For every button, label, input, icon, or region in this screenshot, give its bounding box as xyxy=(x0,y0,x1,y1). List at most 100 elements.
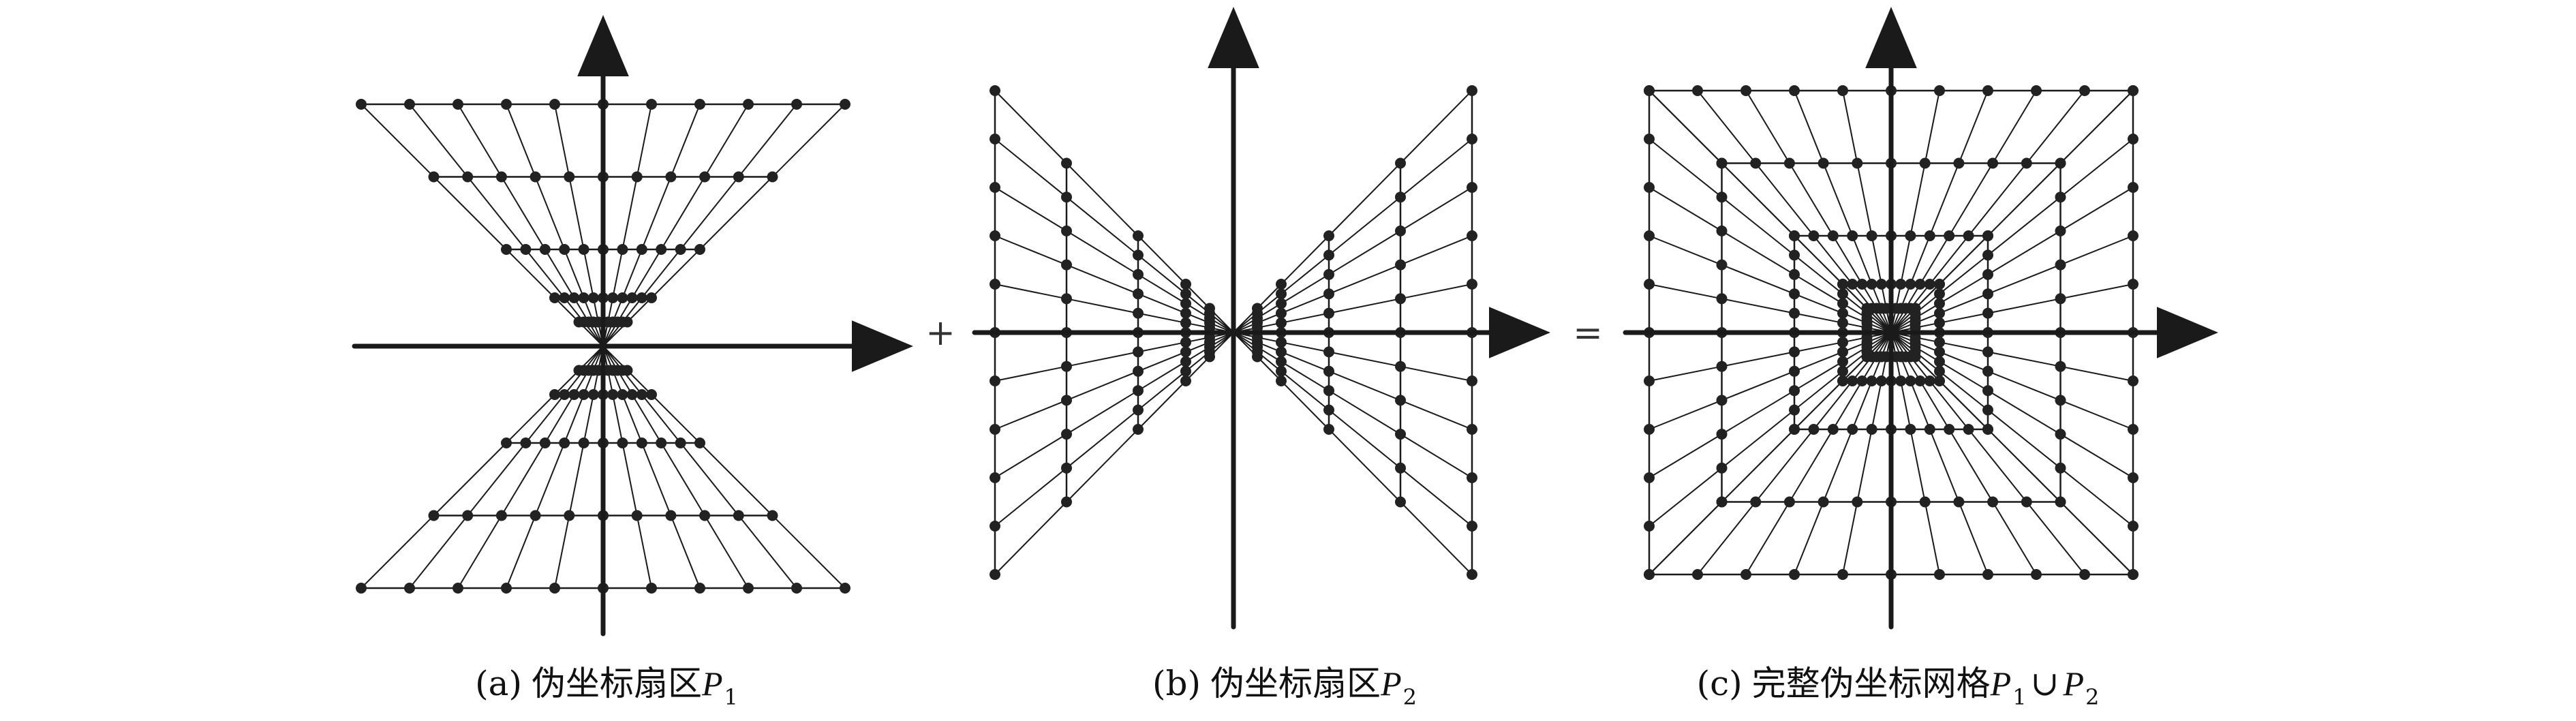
sector-b-left-node xyxy=(990,134,1000,144)
caption-c-subscript-2: 2 xyxy=(2085,684,2100,710)
sector-a-top-node xyxy=(636,292,647,303)
sector-b-right-node xyxy=(1323,346,1334,358)
grid-c-top-node xyxy=(1963,230,1974,241)
sector-b-right-radial-line xyxy=(1281,273,1330,305)
grid-c-right-node xyxy=(2128,375,2138,386)
grid-c-left-radial-line xyxy=(1649,467,1723,527)
sector-a-top-radial-line xyxy=(704,104,749,178)
sector-a-top-radial-line xyxy=(583,249,594,298)
grid-c-bottom-node xyxy=(1924,375,1935,386)
sector-a-bottom-node xyxy=(675,438,686,448)
grid-c-right-radial-line xyxy=(2059,187,2134,232)
grid-c-right-node xyxy=(2128,85,2138,96)
grid-c-bottom-radial-line xyxy=(1900,380,1912,430)
grid-c-left-radial-line xyxy=(1721,370,1795,401)
grid-c-left-node xyxy=(1644,424,1655,435)
grid-c-right-node xyxy=(1934,288,1945,300)
grid-c-right-node xyxy=(1934,307,1945,319)
sector-a-bottom-radial-line xyxy=(631,394,662,444)
sector-a-bottom-node xyxy=(622,365,633,376)
sector-a-top-radial-line xyxy=(457,104,502,178)
grid-c-bottom-node xyxy=(1741,569,1751,580)
grid-c-top-node xyxy=(1692,85,1703,96)
sector-b-right-node xyxy=(1395,225,1406,236)
grid-c-top-node xyxy=(1847,279,1858,290)
sector-b-left-radial-line xyxy=(994,433,1067,478)
grid-c-right-node xyxy=(2055,496,2066,508)
caption-a-label: (a) xyxy=(475,664,522,703)
grid-c-top-radial-line xyxy=(1992,90,2037,164)
sector-a-bottom-radial-line xyxy=(612,394,624,444)
sector-b-left-node xyxy=(1180,346,1191,358)
sector-a-bottom-radial-line xyxy=(554,369,580,395)
sector-a-bottom-node xyxy=(636,438,647,448)
sector-a-top-node xyxy=(675,244,686,255)
sector-a-bottom-radial-line xyxy=(500,442,546,517)
sector-b-left-node xyxy=(1180,317,1191,328)
sector-a-bottom-node xyxy=(356,583,367,594)
sector-a-bottom-node xyxy=(631,510,643,521)
grid-c-bottom-node xyxy=(1692,569,1703,580)
grid-c-left-radial-line xyxy=(1794,370,1843,411)
sector-b-left-radial-line xyxy=(1137,254,1186,295)
sector-a-bottom-radial-line xyxy=(679,442,739,517)
sector-b-left-node xyxy=(1133,346,1144,358)
grid-c-left-node xyxy=(1789,365,1800,377)
sector-b-left-node xyxy=(1061,225,1072,236)
sector-b-left-node xyxy=(1180,288,1191,300)
sector-a-top-radial-line xyxy=(631,249,662,298)
sector-b-right-node xyxy=(1276,346,1287,358)
sector-b-right-node xyxy=(1395,395,1406,406)
grid-c-top-radial-line xyxy=(1852,235,1873,285)
sector-a-bottom-radial-line xyxy=(409,515,469,589)
sector-b-right-radial-line xyxy=(1328,196,1401,256)
grid-c-right-radial-line xyxy=(2059,283,2134,300)
grid-c-left-radial-line xyxy=(1721,298,1795,314)
sector-b-left-node xyxy=(990,230,1000,241)
sector-a-bottom-node xyxy=(699,510,711,521)
sector-a-bottom-node xyxy=(587,389,599,400)
grid-c-top-radial-line xyxy=(1924,90,1940,164)
sector-a-top-radial-line xyxy=(433,176,507,250)
grid-c-left-radial-line xyxy=(1721,230,1795,275)
sector-b-left-radial-line xyxy=(1066,390,1139,435)
sector-b-left-radial-line xyxy=(994,501,1067,575)
grid-c-left-node xyxy=(1644,279,1655,290)
sector-a-bottom-radial-line xyxy=(771,515,846,589)
sector-b-left-node xyxy=(1133,230,1144,241)
sector-b-left-radial-line xyxy=(1066,370,1139,401)
caption-b-subscript: 2 xyxy=(1402,684,1417,710)
grid-c-left-node xyxy=(1644,472,1655,483)
grid-c-left-radial-line xyxy=(1794,293,1843,314)
grid-c-right-node xyxy=(1934,356,1945,367)
sector-b-right-radial-line xyxy=(1400,365,1473,382)
sector-b-left-radial-line xyxy=(994,467,1067,527)
grid-c-bottom-node xyxy=(1750,496,1762,508)
sector-a-bottom-radial-line xyxy=(568,442,585,517)
sector-a-top-node xyxy=(617,244,628,255)
sector-b-left-node xyxy=(1061,157,1072,169)
grid-c-bottom-radial-line xyxy=(1856,429,1873,503)
sector-a-bottom-node xyxy=(564,510,575,521)
grid-c-right-radial-line xyxy=(1987,230,2061,275)
sector-a-bottom-node xyxy=(520,438,532,448)
sector-a-top-radial-line xyxy=(544,249,575,298)
grid-c-right-radial-line xyxy=(1914,283,1940,309)
grid-c-right-radial-line xyxy=(2059,235,2134,266)
sector-a-bottom-radial-line xyxy=(525,394,566,444)
sector-b-left-node xyxy=(1180,307,1191,319)
grid-c-left-node xyxy=(1789,404,1800,416)
grid-c-right-radial-line xyxy=(1987,351,2061,367)
grid-c-right-radial-line xyxy=(1939,380,1989,430)
sector-a-bottom-radial-line xyxy=(564,394,585,444)
caption-c-title: 完整伪坐标网格 xyxy=(1751,664,1991,703)
grid-c-right-node xyxy=(1982,424,1993,435)
grid-c-top-radial-line xyxy=(1745,90,1790,164)
grid-c-left-radial-line xyxy=(1649,399,1723,430)
grid-c-bottom-radial-line xyxy=(1924,501,1940,575)
sector-b-left-node xyxy=(990,472,1000,483)
grid-c-left-node xyxy=(1861,351,1873,363)
sector-a-top-radial-line xyxy=(564,249,585,298)
sector-b-right-radial-line xyxy=(1281,235,1330,285)
sector-a-bottom-radial-line xyxy=(626,369,652,395)
